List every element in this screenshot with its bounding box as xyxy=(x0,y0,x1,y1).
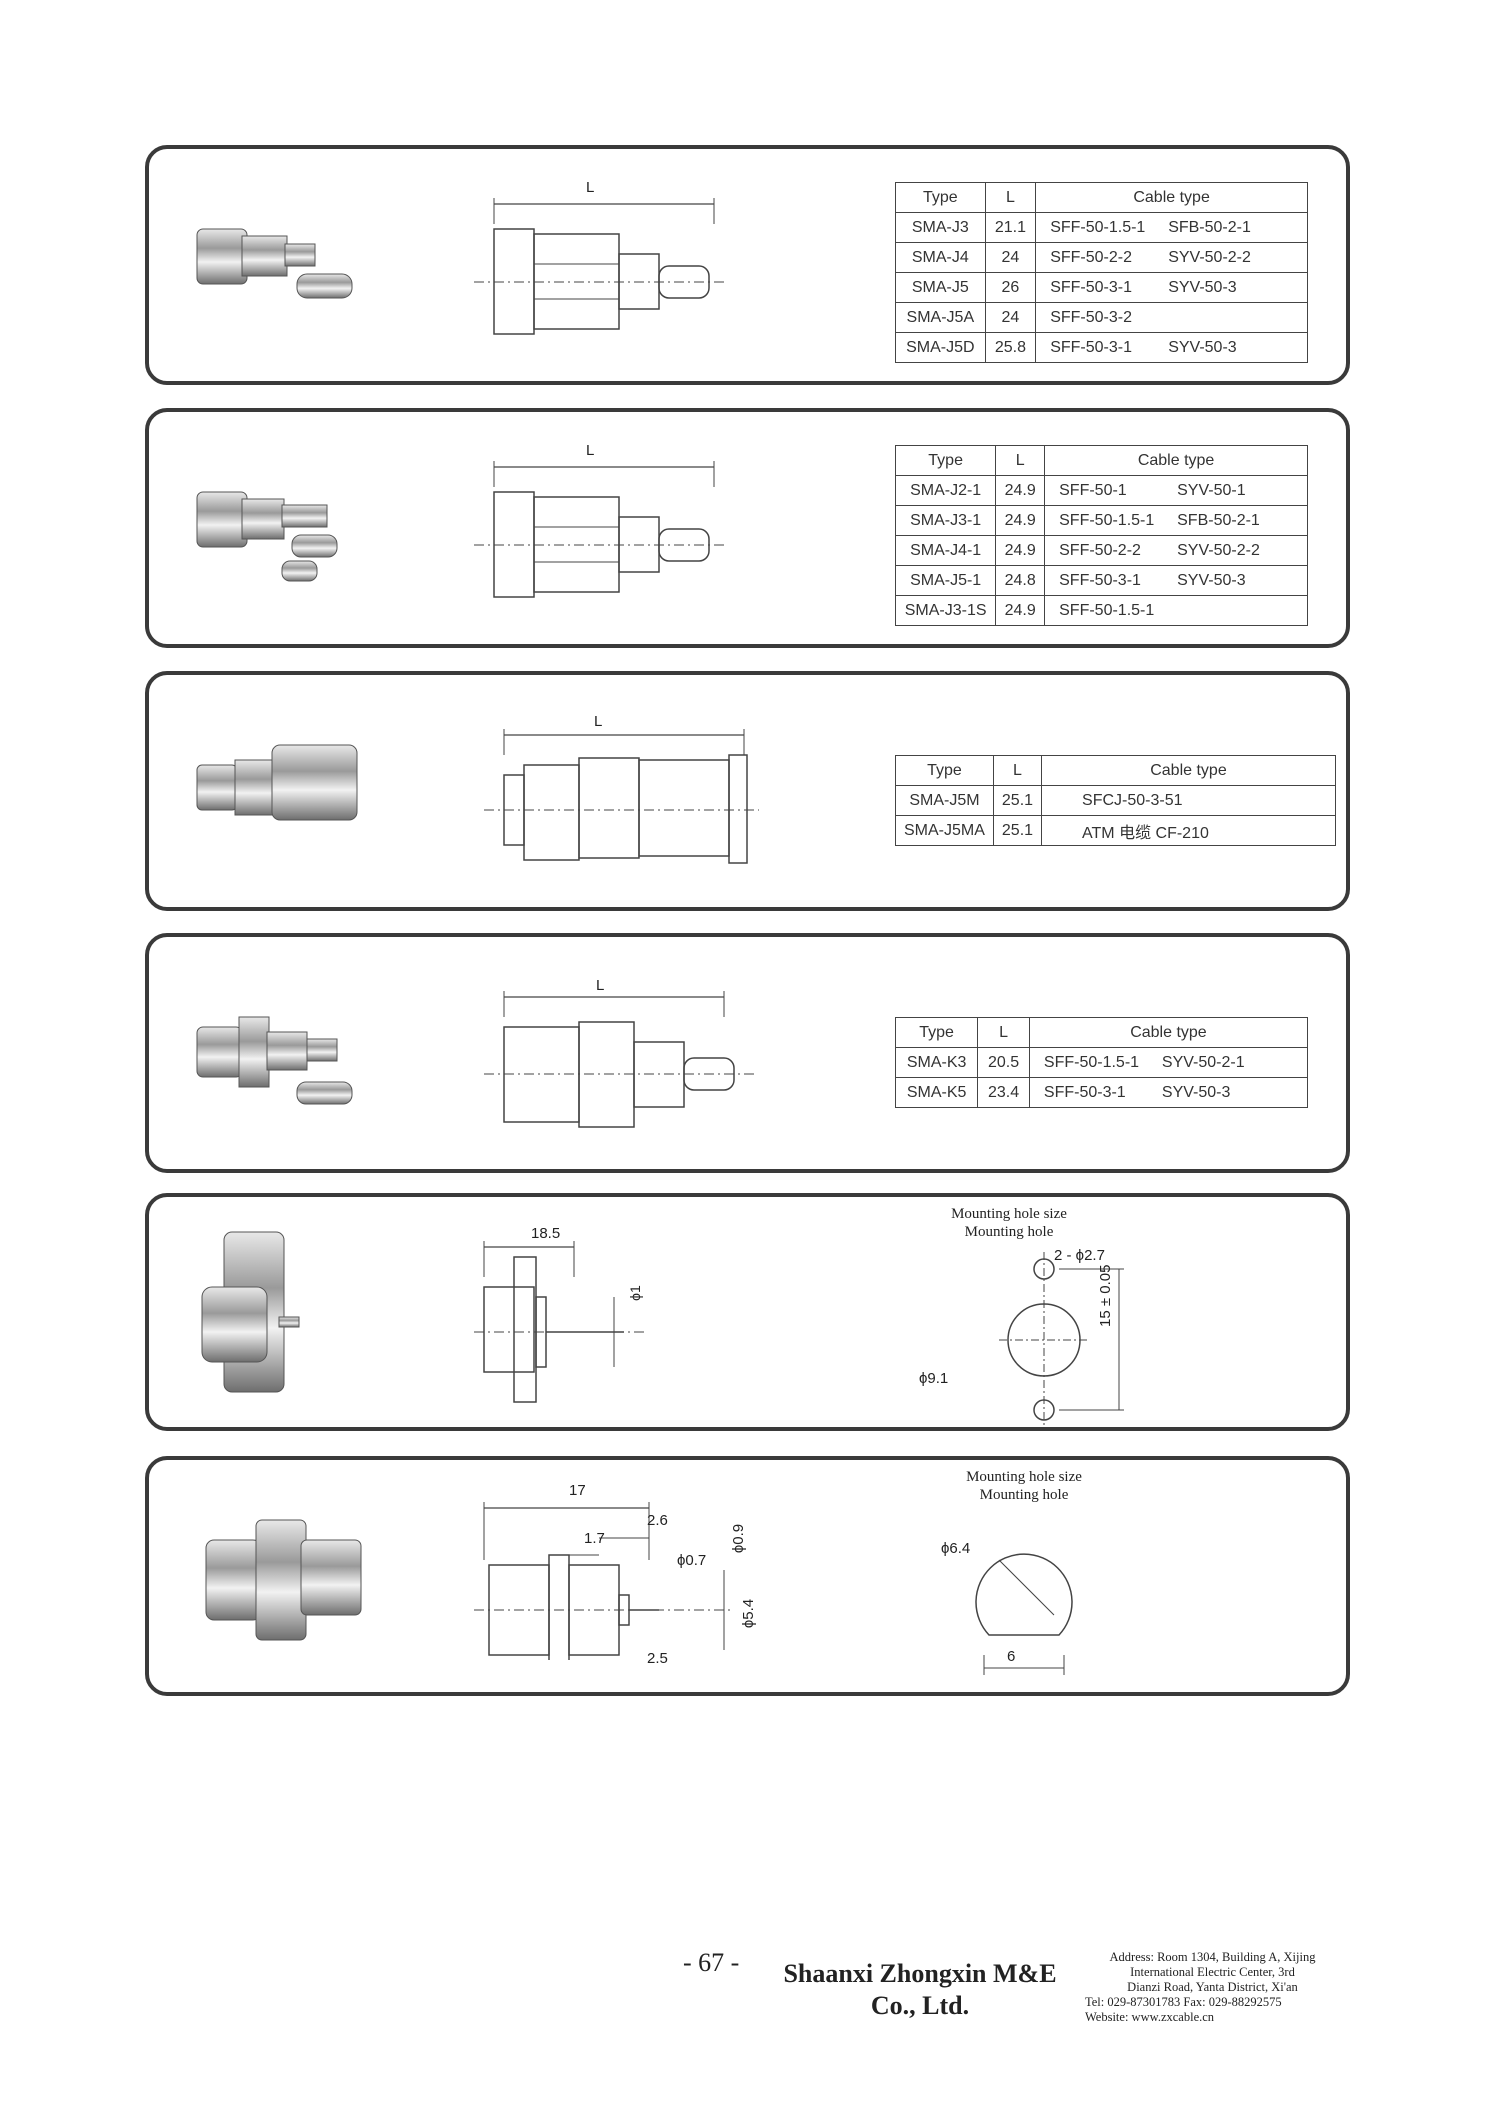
dim-label-f: 2.5 xyxy=(647,1650,668,1667)
product-panel-bulkhead: 17 2.6 1.7 ϕ0.7 ϕ0.9 ϕ5.4 2.5 Mounting h… xyxy=(145,1456,1350,1696)
dim-label-l: L xyxy=(586,179,595,196)
dim-label-a: 2.6 xyxy=(647,1512,668,1529)
connector-photo xyxy=(196,491,338,582)
dim-label-holes: 2 - ϕ2.7 xyxy=(1054,1247,1105,1264)
dim-label-spacing: 15 ± 0.05 xyxy=(1097,1264,1114,1327)
dim-label-hole-d: ϕ6.4 xyxy=(941,1540,971,1557)
connector-drawing xyxy=(474,198,724,335)
connector-drawing xyxy=(484,729,759,864)
dim-label-c: ϕ0.7 xyxy=(677,1552,707,1569)
dim-label-length: 17 xyxy=(569,1482,586,1499)
connector-drawing xyxy=(474,1241,644,1403)
connector-drawing xyxy=(474,1502,734,1660)
dim-label-l: L xyxy=(586,442,595,459)
connector-photo xyxy=(201,1231,300,1393)
dim-label-d: ϕ0.9 xyxy=(730,1523,748,1554)
connector-photo xyxy=(196,1016,353,1105)
col-cable: Cable type xyxy=(1035,182,1308,213)
company-name: Shaanxi Zhongxin M&E Co., Ltd. xyxy=(783,1959,1057,2020)
dim-label-pin: ϕ1 xyxy=(626,1285,643,1301)
mounting-hole-title: Mounting hole size Mounting hole xyxy=(966,1469,1082,1503)
mounting-hole-drawing xyxy=(999,1252,1124,1427)
dim-label-e: ϕ5.4 xyxy=(740,1598,758,1629)
dim-label-b: 1.7 xyxy=(584,1530,605,1547)
mounting-hole-drawing xyxy=(975,1553,1073,1675)
mounting-hole-title: Mounting hole size Mounting hole xyxy=(951,1206,1067,1240)
page-number: - 67 - xyxy=(683,1948,740,1977)
connector-drawing xyxy=(484,991,754,1128)
connector-photo xyxy=(205,1519,362,1641)
connector-photo xyxy=(196,228,353,299)
col-type: Type xyxy=(895,182,986,213)
company-address: Address: Room 1304, Building A, Xijing I… xyxy=(1085,1950,1316,2024)
product-panel-flange: 18.5 ϕ1 Mounting hole size Mounting hole… xyxy=(145,1193,1350,1431)
connector-photo xyxy=(196,744,358,821)
dim-label-center: ϕ9.1 xyxy=(919,1370,949,1387)
dim-label-hole-w: 6 xyxy=(1007,1648,1016,1665)
dim-label-l: L xyxy=(596,977,605,994)
connector-drawing xyxy=(474,461,724,598)
col-l: L xyxy=(984,182,1037,213)
dim-label-width: 18.5 xyxy=(531,1225,561,1242)
dim-label-l: L xyxy=(594,713,603,730)
